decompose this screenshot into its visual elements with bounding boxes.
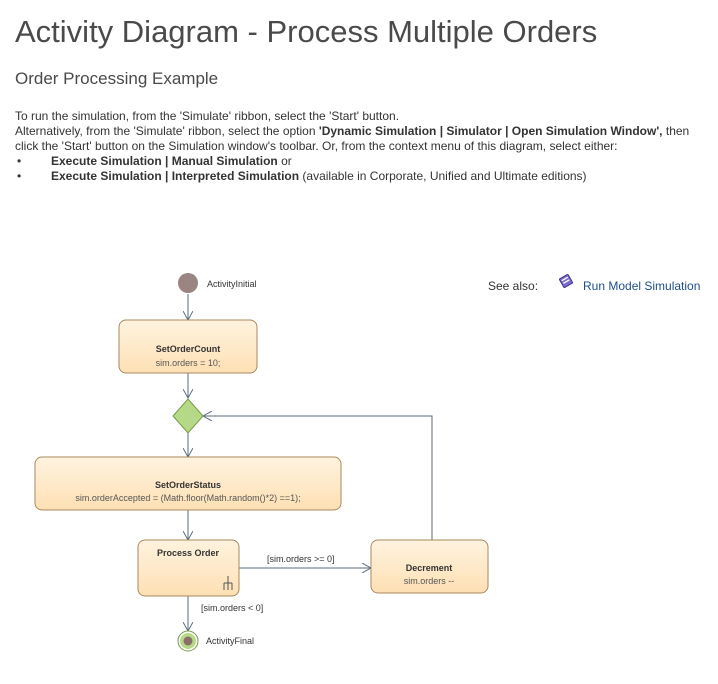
- action-setorderstatus[interactable]: SetOrderStatus sim.orderAccepted = (Math…: [34, 456, 342, 511]
- bullet-dot: •: [17, 169, 22, 183]
- decision-node[interactable]: [172, 398, 204, 434]
- intro-line-1: To run the simulation, from the 'Simulat…: [15, 109, 400, 123]
- initial-node[interactable]: [178, 273, 198, 293]
- initial-node-label: ActivityInitial: [207, 279, 257, 289]
- bullet-1-bold: Execute Simulation | Manual Simulation: [51, 154, 278, 168]
- intro-line-2: Alternatively, from the 'Simulate' ribbo…: [15, 124, 705, 154]
- page-subtitle: Order Processing Example: [15, 69, 219, 88]
- final-node-label: ActivityFinal: [206, 636, 254, 646]
- book-icon[interactable]: [558, 273, 574, 289]
- intro-line-2-pre: Alternatively, from the 'Simulate' ribbo…: [15, 124, 319, 138]
- action-setordercount-name: SetOrderCount: [156, 344, 221, 354]
- bullet-dot: •: [17, 154, 22, 168]
- action-processorder[interactable]: Process Order: [137, 539, 240, 597]
- intro-line-2-bold: 'Dynamic Simulation | Simulator | Open S…: [318, 124, 663, 138]
- action-decrement[interactable]: Decrement sim.orders --: [370, 539, 489, 594]
- action-setordercount-detail: sim.orders = 10;: [156, 358, 221, 368]
- guard-continue: [sim.orders >= 0]: [267, 554, 335, 564]
- guard-end: [sim.orders < 0]: [201, 603, 263, 613]
- bullet-1-post: or: [277, 154, 292, 168]
- action-setordercount[interactable]: SetOrderCount sim.orders = 10;: [118, 319, 258, 374]
- run-model-simulation-link[interactable]: Run Model Simulation: [583, 279, 701, 293]
- page-title: Activity Diagram - Process Multiple Orde…: [15, 14, 598, 49]
- intro-line-2-post: then click the 'Start' button on the Sim…: [15, 124, 690, 153]
- bullet-2-post: (available in Corporate, Unified and Ult…: [299, 169, 587, 183]
- bullet-2-bold: Execute Simulation | Interpreted Simulat…: [51, 169, 300, 183]
- instructions: To run the simulation, from the 'Simulat…: [15, 109, 705, 184]
- rake-icon: [223, 576, 233, 590]
- bullet-item-1: •Execute Simulation | Manual Simulation …: [15, 154, 705, 169]
- action-decrement-name: Decrement: [406, 563, 453, 573]
- control-flows: [188, 294, 433, 631]
- flow-decrement-to-decision[interactable]: [203, 416, 433, 540]
- action-decrement-detail: sim.orders --: [404, 576, 455, 586]
- bullet-item-2: • Execute Simulation | Interpreted Simula…: [15, 169, 705, 184]
- action-setorderstatus-detail: sim.orderAccepted = (Math.floor(Math.ran…: [75, 493, 300, 503]
- action-setorderstatus-name: SetOrderStatus: [155, 480, 221, 490]
- final-node[interactable]: [177, 630, 199, 652]
- action-processorder-name: Process Order: [157, 548, 220, 558]
- see-also-label: See also:: [488, 279, 539, 293]
